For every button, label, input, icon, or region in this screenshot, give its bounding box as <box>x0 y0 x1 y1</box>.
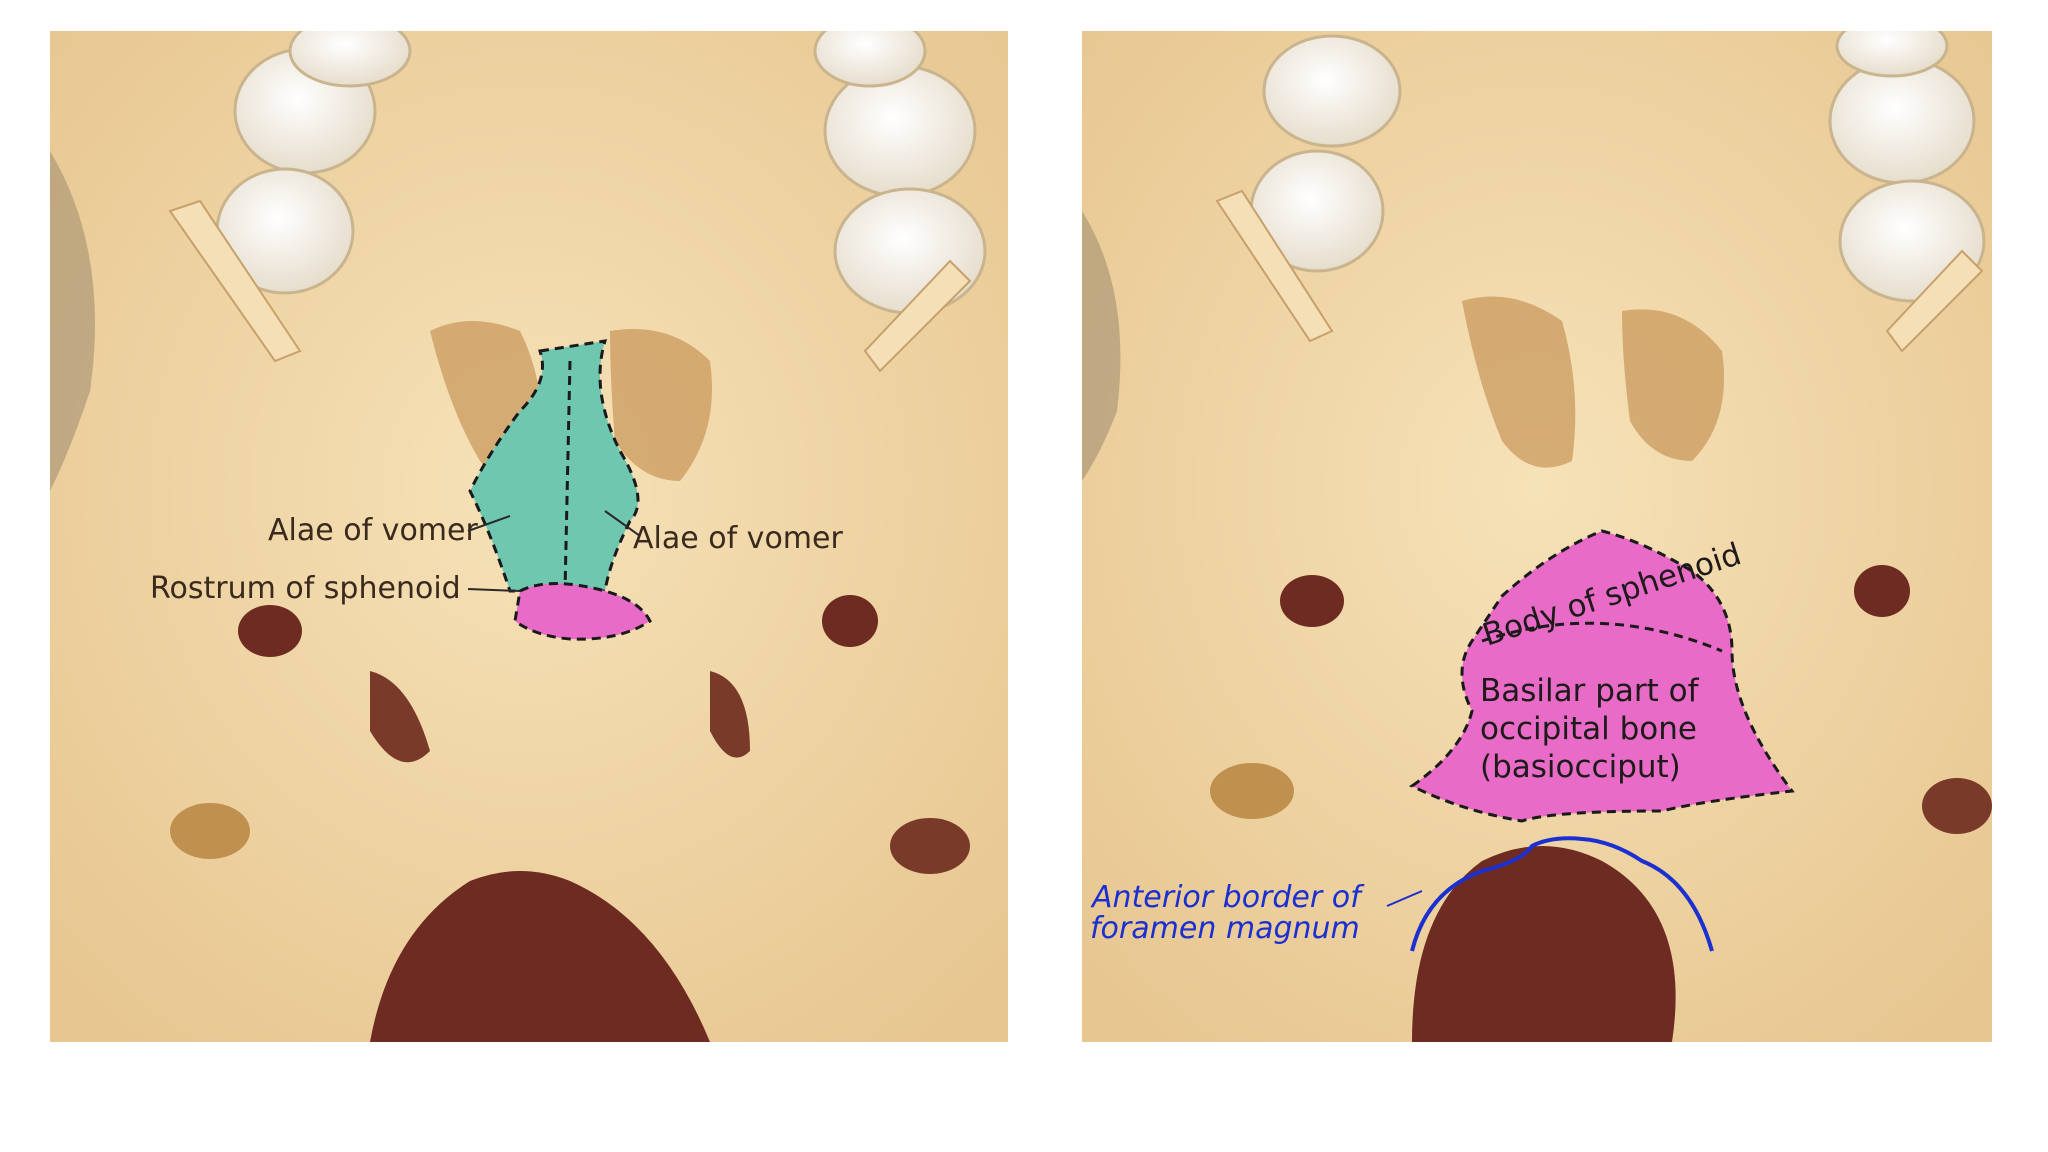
carotid-canal-left <box>1210 763 1294 819</box>
left-panel: Alae of vomer Alae of vomer Rostrum of s… <box>50 31 1008 1042</box>
label-foramen-line2: foramen magnum <box>1090 911 1360 946</box>
leader-foramen <box>1386 890 1423 907</box>
foramen-magnum-border <box>1410 836 1714 952</box>
foramen-magnum <box>370 871 710 1042</box>
label-basilar-line2: occipital bone <box>1480 711 1697 747</box>
foramen-ovale-left <box>1280 575 1344 627</box>
pterygoid-plate-right <box>1885 249 1984 353</box>
choana-right <box>1622 309 1724 461</box>
label-alae-right: Alae of vomer <box>633 521 843 556</box>
carotid-canal-right <box>1922 778 1992 834</box>
vomer-region <box>468 339 640 593</box>
vomer-midline <box>563 360 572 592</box>
choana-right <box>610 329 712 481</box>
choana-left <box>1462 296 1576 468</box>
right-panel: Body of sphenoid Basilar part of occipit… <box>1082 31 1992 1042</box>
side-shadow <box>1082 211 1121 481</box>
leader-rostrum <box>467 588 521 592</box>
foramen-ovale-left <box>238 605 302 657</box>
body-of-sphenoid-boundary <box>1481 621 1723 653</box>
foramen-lacerum-right <box>710 671 750 758</box>
foramen-magnum <box>1412 846 1676 1042</box>
foramen-lacerum-left <box>370 671 430 763</box>
label-basilar-line1: Basilar part of <box>1480 673 1700 709</box>
molar-teeth-left <box>215 31 412 295</box>
leader-alae-right <box>604 510 641 537</box>
label-rostrum: Rostrum of sphenoid <box>150 571 461 606</box>
carotid-canal-left <box>170 803 250 859</box>
foramen-ovale-right <box>822 595 878 647</box>
pterygoid-plate-left <box>168 199 302 363</box>
skull-base-illustration-left: Alae of vomer Alae of vomer Rostrum of s… <box>50 31 1008 1042</box>
rostrum-region <box>513 582 652 641</box>
leader-alae-left <box>467 515 511 532</box>
foramen-ovale-right <box>1854 565 1910 617</box>
carotid-canal-right <box>890 818 970 874</box>
label-basilar-line3: (basiocciput) <box>1480 749 1681 785</box>
basiocciput-region <box>1409 529 1795 823</box>
label-foramen-line1: Anterior border of <box>1090 880 1365 915</box>
side-shadow <box>50 151 95 491</box>
label-alae-left: Alae of vomer <box>268 513 478 548</box>
pterygoid-plate-left <box>1215 189 1334 343</box>
skull-base-illustration-right: Body of sphenoid Basilar part of occipit… <box>1082 31 1992 1042</box>
pterygoid-plate-right <box>863 259 972 373</box>
